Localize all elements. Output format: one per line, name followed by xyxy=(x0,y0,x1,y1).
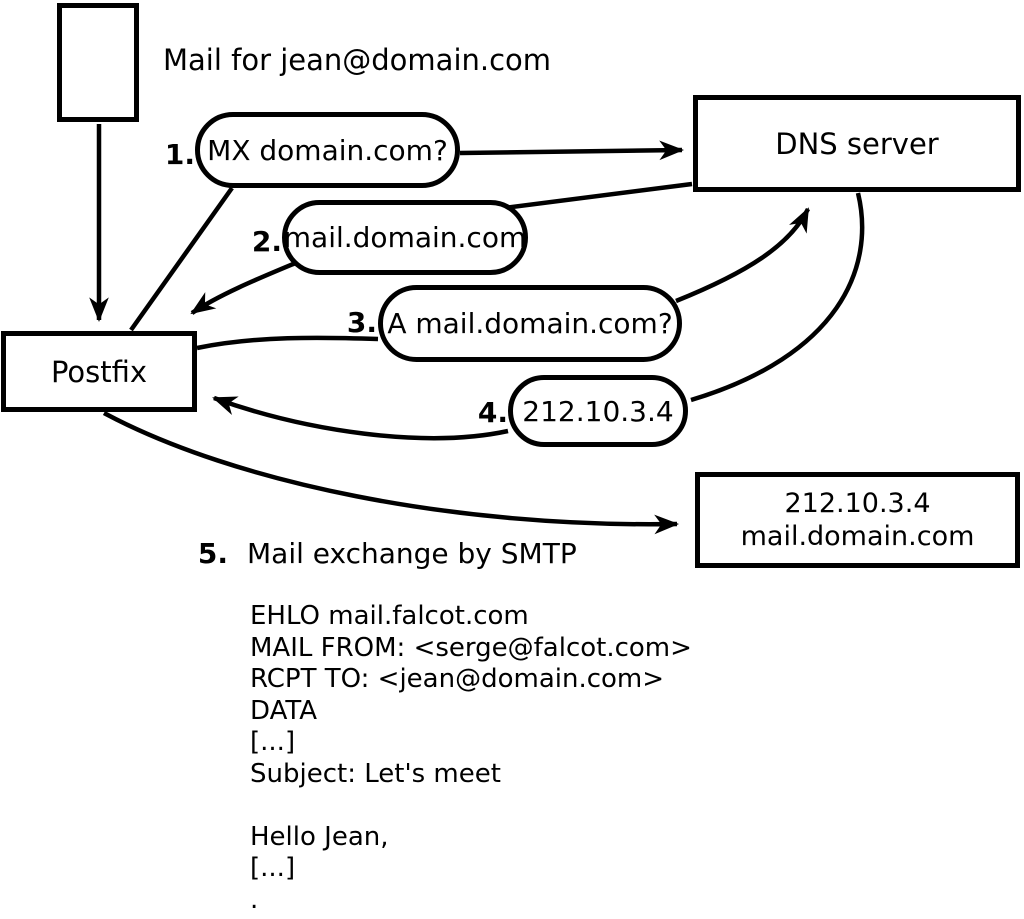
bubble-mx-answer-label: mail.domain.com xyxy=(283,221,527,254)
smtp-line-ehlo: EHLO mail.falcot.com xyxy=(250,601,529,631)
smtp-line-ellipsis-1: [...] xyxy=(250,727,296,757)
bubble-mx-query-label: MX domain.com? xyxy=(207,133,448,167)
line-postfix-to-a-query xyxy=(196,335,379,351)
mail-title: Mail for jean@domain.com xyxy=(163,43,552,77)
smtp-session-transcript: EHLO mail.falcot.com MAIL FROM: <serge@f… xyxy=(250,601,692,916)
smtp-line-end-dot: . xyxy=(250,884,259,915)
smtp-line-hello: Hello Jean, xyxy=(250,821,389,852)
bubble-a-answer: 212.10.3.4 xyxy=(508,375,688,447)
arrow-a-answer-to-postfix xyxy=(212,395,509,441)
bubble-a-query: A mail.domain.com? xyxy=(378,285,682,362)
bubble-a-query-label: A mail.domain.com? xyxy=(387,307,673,340)
step-5-number: 5. xyxy=(197,537,228,570)
target-server-hostname: mail.domain.com xyxy=(740,521,975,552)
bubble-mx-answer: mail.domain.com xyxy=(282,200,528,275)
step-5-label: Mail exchange by SMTP xyxy=(247,537,577,570)
bubble-a-answer-label: 212.10.3.4 xyxy=(522,394,674,428)
step-2-number: 2. xyxy=(251,225,282,258)
smtp-line-rcpt-to: RCPT TO: <jean@domain.com> xyxy=(250,664,665,694)
target-server-node: 212.10.3.4 mail.domain.com xyxy=(695,472,1020,568)
smtp-line-blank xyxy=(250,790,692,822)
smtp-line-subject: Subject: Let's meet xyxy=(250,758,501,789)
arrow-postfix-to-target-smtp xyxy=(102,411,680,535)
arrow-a-query-to-dns xyxy=(675,207,811,304)
postfix-node: Postfix xyxy=(1,331,197,412)
bubble-mx-query: MX domain.com? xyxy=(195,112,460,188)
arrow-mx-answer-to-postfix xyxy=(190,259,299,315)
mail-envelope-shape xyxy=(57,3,139,122)
postfix-label: Postfix xyxy=(50,354,148,389)
target-server-ip: 212.10.3.4 xyxy=(784,488,931,519)
dns-server-label: DNS server xyxy=(775,126,939,161)
step-3-number: 3. xyxy=(346,306,377,339)
dns-server-node: DNS server xyxy=(693,95,1021,192)
line-postfix-to-mx-query xyxy=(129,186,234,332)
arrow-mx-query-to-dns xyxy=(459,140,685,161)
smtp-line-ellipsis-2: [...] xyxy=(250,853,296,883)
smtp-line-mail-from: MAIL FROM: <serge@falcot.com> xyxy=(250,632,692,663)
smtp-line-data: DATA xyxy=(250,695,317,726)
line-dns-to-mx-answer xyxy=(503,181,693,211)
line-dns-to-a-answer xyxy=(690,192,865,403)
step-4-number: 4. xyxy=(477,396,508,429)
step-1-number: 1. xyxy=(164,138,195,171)
